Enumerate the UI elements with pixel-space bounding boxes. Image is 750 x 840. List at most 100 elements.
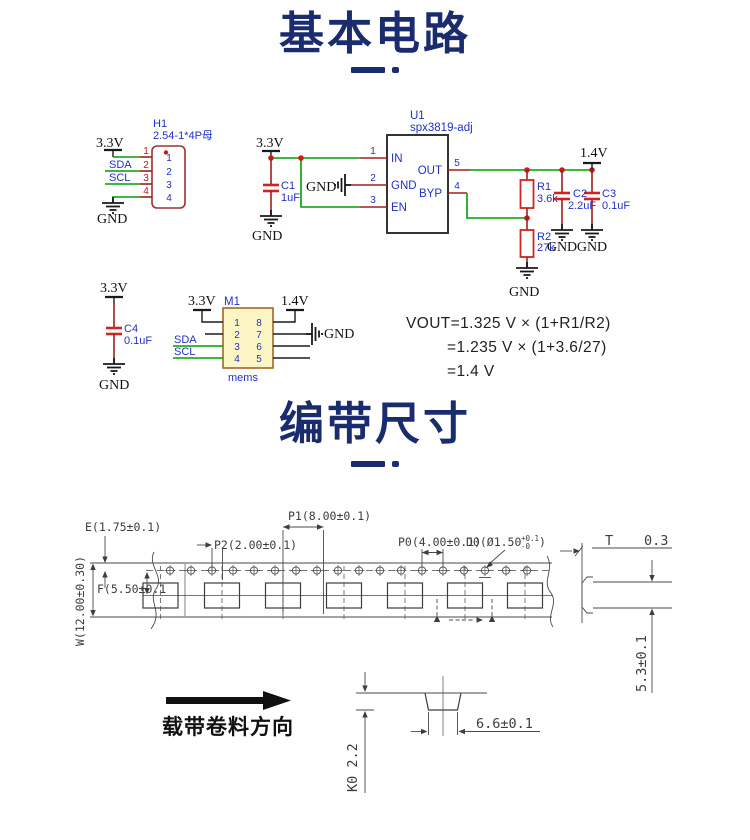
c2-value: 2.2uF	[568, 200, 596, 212]
divider-bar	[351, 67, 385, 73]
direction-arrow: 载带卷料方向	[162, 691, 294, 739]
formula-line-3: =1.4 V	[447, 363, 495, 380]
divider-bar	[351, 461, 385, 467]
r2-resistor-symbol	[519, 229, 535, 258]
m1-pin-number: 3	[234, 342, 240, 353]
c3-ref: C3	[602, 188, 616, 200]
u1-pin-byp-label: BYP	[419, 188, 442, 200]
c2-ref: C2	[573, 188, 587, 200]
m1-pin-number: 2	[234, 330, 240, 341]
divider-dot	[392, 67, 399, 73]
c4-value: 0.1uF	[124, 335, 152, 347]
h1-pin-number-inner: 2	[166, 167, 172, 178]
vout-formula: VOUT=1.325 V × (1+R1/R2) =1.235 V × (1+3…	[406, 315, 611, 380]
u1-pin-gnd-label: GND	[391, 180, 417, 192]
m1-pin-number: 4	[234, 354, 240, 365]
dim-height-label: 5.3±0.1	[634, 635, 650, 692]
m1-pin-number: 1	[234, 318, 240, 329]
dim-d0-tol-minus: -0	[521, 542, 531, 551]
gnd-label: GND	[577, 240, 607, 255]
u1-part: spx3819-adj	[410, 122, 473, 134]
u1-pin-number: 1	[370, 146, 376, 157]
dim-w: W(12.00±0.30)	[73, 556, 96, 646]
section-title-tape-size: 编带尺寸	[278, 398, 471, 449]
dim-p1: P1(8.00±0.1)	[282, 509, 371, 614]
dim-p0-label: P0(4.00±0.1)	[398, 535, 481, 549]
dim-p2-label: P2(2.00±0.1)	[214, 538, 297, 552]
net-1v4-label: 1.4V	[281, 294, 309, 309]
m1-body	[222, 307, 274, 369]
m1-label: mems	[228, 372, 258, 384]
gnd-label: GND	[324, 327, 354, 342]
ground-symbol	[101, 196, 125, 214]
bottom-cross-section: 6.6±0.1 K0 2.2	[345, 672, 540, 793]
c4-capacitor-symbol	[104, 326, 124, 336]
ground-symbol	[580, 223, 604, 241]
formula-line-1: VOUT=1.325 V × (1+R1/R2)	[406, 315, 611, 332]
dim-k0-label: K0 2.2	[345, 743, 361, 792]
net-3v3-label: 3.3V	[96, 136, 124, 151]
circuit-schematic: H1 2.54-1*4P母 3.3V SDA SCL 1 2 3 4 1 2	[96, 110, 630, 393]
gnd-label: GND	[509, 285, 539, 300]
dim-width-label: 6.6±0.1	[476, 716, 533, 732]
u1-pin-number: 2	[370, 173, 376, 184]
u1-pin-number: 5	[454, 158, 460, 169]
tape-strip	[90, 551, 555, 630]
dim-d0-tol-plus: +0.1	[521, 534, 539, 543]
tape-pockets	[142, 566, 544, 621]
section-title-basic-circuit: 基本电路	[278, 8, 471, 59]
c4-ref: C4	[124, 323, 138, 335]
u1-pin-in-label: IN	[391, 153, 403, 165]
title-divider	[0, 67, 750, 73]
power-1v4-symbol	[581, 161, 603, 172]
tape-dimension-drawing: E(1.75±0.1) W(12.00±0.30) F(5.50±0.1 P2(…	[73, 509, 672, 793]
ground-symbol	[102, 357, 126, 375]
dim-w-label: W(12.00±0.30)	[73, 556, 87, 646]
u1-pin-en-label: EN	[391, 202, 407, 214]
break-line-right	[546, 555, 555, 628]
dim-d0-close: )	[539, 535, 546, 549]
title-divider	[0, 461, 750, 467]
net-sda-label: SDA	[109, 159, 132, 171]
direction-label: 载带卷料方向	[162, 715, 294, 739]
ground-symbol	[515, 261, 539, 279]
ground-symbol	[550, 223, 574, 241]
h1-connector: H1 2.54-1*4P母 3.3V SDA SCL 1 2 3 4 1 2	[96, 118, 213, 227]
net-1v4-label: 1.4V	[580, 146, 608, 161]
net-3v3-label: 3.3V	[256, 136, 284, 151]
formula-line-2: =1.235 V × (1+3.6/27)	[447, 339, 607, 356]
h1-pin-number: 4	[143, 186, 149, 197]
gnd-label: GND	[99, 378, 129, 393]
arrow-right-icon	[166, 691, 291, 710]
u1-ref: U1	[410, 110, 425, 122]
c3-value: 0.1uF	[602, 200, 630, 212]
r2-ref: R2	[537, 231, 551, 243]
r1-ref: R1	[537, 181, 551, 193]
m1-pin-number: 7	[256, 330, 262, 341]
h1-pin-number: 1	[143, 146, 149, 157]
break-line-left	[150, 551, 159, 630]
h1-pin1-marker	[163, 150, 169, 155]
section-marks	[433, 599, 496, 623]
gnd-label: GND	[306, 180, 336, 195]
m1-mems-block: M1 3.3V 1.4V SDA SCL GND 1 2 3 4 8 7 6	[173, 294, 354, 384]
h1-pin-number-inner: 1	[166, 153, 172, 164]
c1-capacitor-symbol	[261, 183, 281, 193]
dim-d0-label: D0(Ø1.50	[466, 535, 521, 549]
h1-pin-number-inner: 3	[166, 180, 172, 191]
dim-t-value: 0.3	[644, 533, 668, 549]
gnd-label: GND	[97, 212, 127, 227]
power-3v3-symbol	[191, 308, 213, 319]
net-sda-label: SDA	[174, 334, 197, 346]
u1-pin-number: 4	[454, 181, 460, 192]
r1-value: 3.6k	[537, 193, 558, 205]
u1-pin-out-label: OUT	[418, 165, 442, 177]
dim-t-label: T	[605, 533, 613, 549]
ground-symbol-sideways	[305, 322, 323, 346]
dim-e: E(1.75±0.1)	[85, 520, 161, 588]
h1-pin-number: 2	[143, 160, 149, 171]
dim-p2: P2(2.00±0.1)	[197, 538, 297, 580]
h1-part: 2.54-1*4P母	[153, 129, 213, 142]
m1-pin-number: 5	[256, 354, 262, 365]
